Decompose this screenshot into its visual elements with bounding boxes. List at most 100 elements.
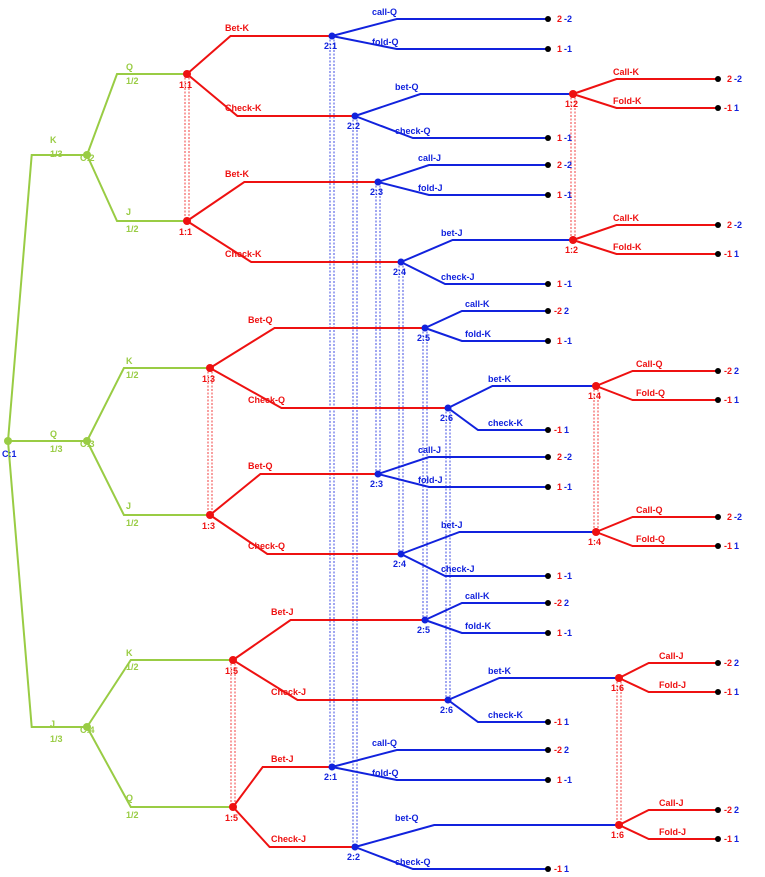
term-call-1-node [545, 162, 551, 168]
p1-check-edge-5 [232, 806, 355, 848]
term-call-0-payoff-p1: 2 [557, 14, 562, 24]
term-call-0-payoff-p2: -2 [564, 14, 572, 24]
term-p1call-0-payoff-p2: -2 [734, 74, 742, 84]
p1-bet-edge-1 [186, 181, 378, 222]
p2-bet2-edge-0 [354, 93, 573, 117]
p1-bet-edge-4 [232, 619, 425, 661]
p1-call-label-1: Call-K [613, 213, 640, 223]
p2-check-info-1: 2:4 [393, 267, 406, 277]
p2-check2-label-4: check-K [488, 710, 524, 720]
p2-bet-node-4 [421, 616, 429, 624]
p1-node-4 [229, 656, 237, 664]
term-p1call-2-node [715, 368, 721, 374]
p2-check-node-2 [444, 404, 452, 412]
p2-fold-edge-0 [331, 35, 548, 50]
p2-bet2-edge-2 [447, 385, 596, 409]
p1-bet-edge-5 [232, 766, 332, 808]
p2-bet2-label-3: bet-J [441, 520, 463, 530]
p1-check-label-3: Check-Q [248, 541, 285, 551]
term-fold-2-node [545, 338, 551, 344]
term-check-3-payoff-p2: -1 [564, 571, 572, 581]
term-call-4-node [545, 600, 551, 606]
p2-check-node-1 [397, 258, 405, 266]
term-fold-3-payoff-p1: 1 [557, 482, 562, 492]
deal1-prob-2: 1/3 [50, 734, 63, 744]
term-p1call-5-payoff-p2: 2 [734, 805, 739, 815]
deal1-label-2: J [50, 719, 55, 729]
deal2-label-3: J [126, 501, 131, 511]
deal2-edge-5 [86, 726, 233, 808]
term-fold-0-payoff-p2: -1 [564, 44, 572, 54]
p2-bet2-edge-4 [447, 677, 619, 701]
term-fold-0-node [545, 46, 551, 52]
p1-call-label-3: Call-Q [636, 505, 663, 515]
p1-fold-label-1: Fold-K [613, 242, 642, 252]
p1-second-info-1: 1:2 [565, 245, 578, 255]
p2-call-edge-4 [424, 602, 548, 621]
p1-node-0 [183, 70, 191, 78]
p2-check-info-3: 2:4 [393, 559, 406, 569]
chance-label-4: C:4 [80, 725, 95, 735]
chance-node-3 [83, 437, 91, 445]
term-check-0-node [545, 135, 551, 141]
p2-bet-node-2 [421, 324, 429, 332]
term-fold-5-payoff-p1: 1 [557, 775, 562, 785]
term-p1fold-0-payoff-p1: -1 [724, 103, 732, 113]
p1-second-node-5 [615, 821, 623, 829]
term-fold-4-payoff-p1: 1 [557, 628, 562, 638]
term-call-3-payoff-p1: 2 [557, 452, 562, 462]
p2-check-node-0 [351, 112, 359, 120]
p2-check2-edge-5 [354, 846, 548, 870]
term-check-4-payoff-p1: -1 [554, 717, 562, 727]
deal2-prob-5: 1/2 [126, 810, 139, 820]
term-check-0-payoff-p1: 1 [557, 133, 562, 143]
p1-fold-edge-2 [595, 385, 718, 401]
p2-check2-edge-0 [354, 115, 548, 139]
p1-info-4: 1:5 [225, 666, 238, 676]
p1-second-info-5: 1:6 [611, 830, 624, 840]
deal2-edge-2 [86, 367, 210, 442]
term-p1fold-1-payoff-p1: -1 [724, 249, 732, 259]
p2-check2-edge-2 [447, 407, 548, 431]
p2-bet-info-5: 2:1 [324, 772, 337, 782]
p1-fold-label-3: Fold-Q [636, 534, 665, 544]
p2-check2-label-0: check-Q [395, 126, 431, 136]
p2-call-label-2: call-K [465, 299, 490, 309]
p2-bet2-label-5: bet-Q [395, 813, 419, 823]
term-p1fold-5-payoff-p2: 1 [734, 834, 739, 844]
p1-second-node-1 [569, 236, 577, 244]
p2-check-info-0: 2:2 [347, 121, 360, 131]
p1-fold-label-5: Fold-J [659, 827, 686, 837]
term-p1call-0-payoff-p1: 2 [727, 74, 732, 84]
p2-bet-node-5 [328, 763, 336, 771]
deal1-prob-1: 1/3 [50, 444, 63, 454]
chance-node-4 [83, 723, 91, 731]
p1-check-label-2: Check-Q [248, 395, 285, 405]
p2-call-edge-2 [424, 310, 548, 329]
p1-fold-edge-3 [595, 531, 718, 547]
p2-check-info-2: 2:6 [440, 413, 453, 423]
p1-call-label-0: Call-K [613, 67, 640, 77]
p1-node-5 [229, 803, 237, 811]
deal2-prob-1: 1/2 [126, 224, 139, 234]
p1-node-2 [206, 364, 214, 372]
p1-bet-label-1: Bet-K [225, 169, 249, 179]
term-check-1-node [545, 281, 551, 287]
p1-check-edge-3 [209, 514, 401, 555]
deal1-prob-0: 1/3 [50, 149, 63, 159]
deal2-label-2: K [126, 356, 133, 366]
deal1-label-0: K [50, 135, 57, 145]
p1-node-1 [183, 217, 191, 225]
term-check-3-payoff-p1: 1 [557, 571, 562, 581]
chance-label-root: C:1 [2, 449, 17, 459]
term-call-1-payoff-p1: 2 [557, 160, 562, 170]
tree-edges [7, 18, 718, 870]
deal2-label-0: Q [126, 62, 133, 72]
p1-second-info-3: 1:4 [588, 537, 601, 547]
term-p1fold-3-node [715, 543, 721, 549]
term-p1fold-3-payoff-p2: 1 [734, 541, 739, 551]
p2-bet2-label-1: bet-J [441, 228, 463, 238]
p1-fold-edge-0 [572, 93, 718, 109]
p2-fold-edge-3 [377, 473, 548, 488]
p1-bet-label-5: Bet-J [271, 754, 294, 764]
